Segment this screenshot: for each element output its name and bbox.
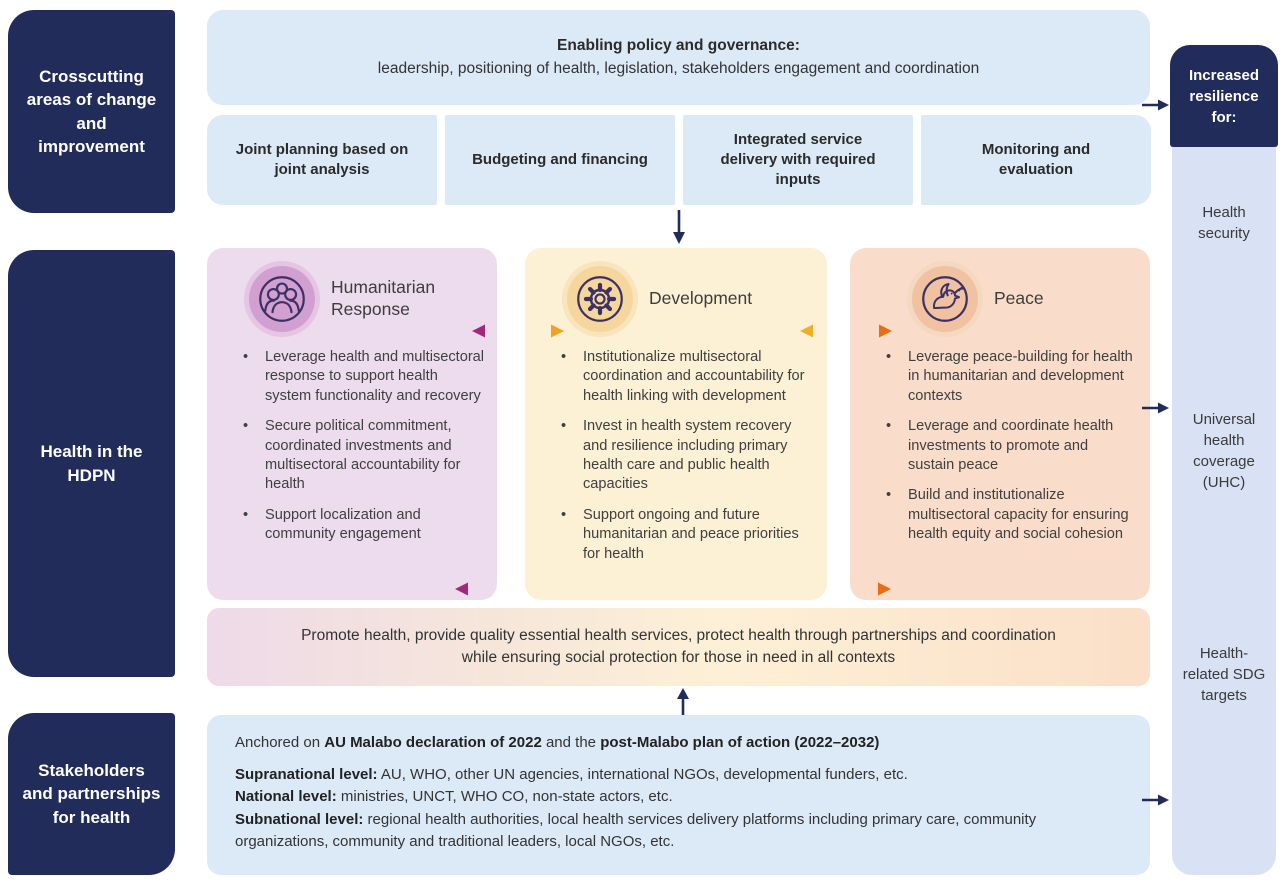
left-rail-health-hdpn: Health in the HDPN: [8, 250, 175, 677]
right-rail-header-label: Increased resilience for:: [1188, 66, 1260, 126]
peace-header: Peace: [850, 248, 1150, 332]
promote-line2: while ensuring social protection for tho…: [461, 649, 896, 666]
promote-health-bar: Promote health, provide quality essentia…: [207, 608, 1150, 686]
humanitarian-peace-arrow-icon: [455, 580, 891, 598]
development-box: Development Institutionalize multisector…: [525, 248, 827, 600]
up-arrow-icon: [675, 688, 691, 716]
bullet-item: Support ongoing and future humanitarian …: [559, 506, 815, 564]
bullet-item: Leverage peace-building for health in hu…: [884, 348, 1138, 406]
pillar-label: Budgeting and financing: [472, 150, 648, 168]
bullet-item: Support localization and community engag…: [241, 506, 485, 545]
enabling-policy-title: Enabling policy and governance:: [557, 37, 800, 54]
bullet-item: Institutionalize multisectoral coordinat…: [559, 348, 815, 406]
peace-bullets: Leverage peace-building for health in hu…: [850, 348, 1150, 545]
left-rail-stakeholders: Stakeholders and partnerships for health: [8, 713, 175, 875]
humanitarian-title: Humanitarian Response: [331, 277, 436, 319]
level-label: National level:: [235, 788, 337, 805]
gear-icon: [567, 266, 633, 332]
right-rail-column: Health security Universal health coverag…: [1172, 147, 1276, 875]
development-peace-arrow-icon: [800, 322, 892, 340]
level-line-supranational: Supranational level: AU, WHO, other UN a…: [235, 764, 1122, 787]
development-title: Development: [649, 288, 753, 309]
right-rail-item-health-security: Health security: [1198, 204, 1250, 242]
enabling-policy-bar: Enabling policy and governance: leadersh…: [207, 10, 1150, 105]
level-label: Supranational level:: [235, 765, 378, 783]
humanitarian-bullets: Leverage health and multisectoral respon…: [207, 348, 497, 545]
anchored-line: Anchored on AU Malabo declaration of 202…: [235, 732, 1122, 755]
humanitarian-development-arrow-icon: [472, 322, 564, 340]
dove-icon: [912, 266, 978, 332]
pillar-integrated-service: Integrated service delivery with require…: [683, 115, 913, 205]
left-rail-label: Health in the HDPN: [40, 442, 143, 485]
right-rail-item-uhc: Universal health coverage (UHC): [1192, 411, 1256, 491]
bullet-item: Leverage health and multisectoral respon…: [241, 348, 485, 406]
level-text: ministries, UNCT, WHO CO, non-state acto…: [336, 788, 673, 805]
humanitarian-response-box: Humanitarian Response Leverage health an…: [207, 248, 497, 600]
development-bullets: Institutionalize multisectoral coordinat…: [525, 348, 827, 564]
humanitarian-header: Humanitarian Response: [207, 248, 497, 332]
level-line-national: National level: ministries, UNCT, WHO CO…: [235, 786, 1122, 809]
anchored-text: and the: [541, 734, 601, 751]
level-text: AU, WHO, other UN agencies, internationa…: [377, 765, 908, 783]
bullet-item: Secure political commitment, coordinated…: [241, 417, 485, 495]
right-arrow-bottom-icon: [1142, 793, 1169, 807]
pillar-label: Monitoring and evaluation: [981, 140, 1091, 178]
down-arrow-icon: [671, 210, 687, 244]
peace-box: Peace Leverage peace-building for health…: [850, 248, 1150, 600]
level-text: regional health authorities, local healt…: [235, 810, 1037, 851]
left-rail-label: Stakeholders and partnerships for health: [22, 760, 161, 827]
right-rail-item-sdg: Health-related SDG targets: [1182, 645, 1266, 704]
malabo-declaration: AU Malabo declaration of 2022: [324, 734, 542, 751]
bullet-item: Leverage and coordinate health investmen…: [884, 417, 1138, 475]
enabling-policy-text: leadership, positioning of health, legis…: [377, 60, 980, 77]
bullet-item: Build and institutionalize multisectoral…: [884, 486, 1138, 544]
left-rail-label: Crosscutting areas of change and improve…: [26, 66, 157, 156]
foundation-box: Anchored on AU Malabo declaration of 202…: [207, 715, 1150, 875]
right-arrow-middle-icon: [1142, 401, 1169, 415]
pillar-joint-planning: Joint planning based on joint analysis: [207, 115, 437, 205]
left-rail-crosscutting: Crosscutting areas of change and improve…: [8, 10, 175, 213]
right-rail-header: Increased resilience for:: [1170, 45, 1278, 147]
peace-title: Peace: [994, 288, 1044, 309]
pillar-budgeting: Budgeting and financing: [445, 115, 675, 205]
pillar-monitoring: Monitoring and evaluation: [921, 115, 1151, 205]
anchored-text: Anchored on: [235, 734, 325, 751]
level-label: Subnational level:: [235, 810, 364, 828]
people-icon: [249, 266, 315, 332]
promote-line1: Promote health, provide quality essentia…: [301, 626, 1056, 644]
development-header: Development: [525, 248, 827, 332]
pillar-label: Integrated service delivery with require…: [720, 130, 876, 189]
bullet-item: Invest in health system recovery and res…: [559, 417, 815, 495]
level-line-subnational: Subnational level: regional health autho…: [235, 809, 1122, 854]
post-malabo-plan: post-Malabo plan of action (2022–2032): [600, 734, 880, 751]
right-arrow-top-icon: [1142, 98, 1169, 112]
pillar-label: Joint planning based on joint analysis: [235, 140, 409, 178]
